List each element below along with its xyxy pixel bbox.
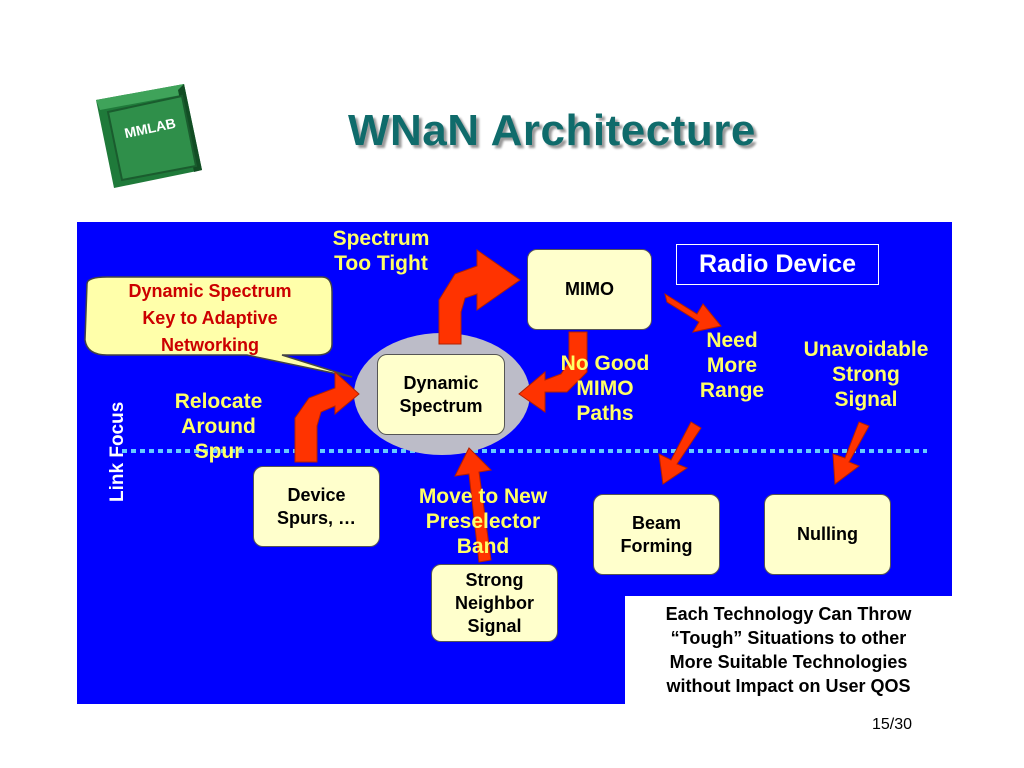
label-line: Need <box>706 329 758 352</box>
node-beam-forming: Beam Forming <box>593 494 720 575</box>
label-line: Move to New <box>418 485 548 508</box>
page-number: 15/30 <box>872 716 913 733</box>
mmlab-logo: MMLAB <box>94 82 206 192</box>
node-device-spurs: Device Spurs, … <box>253 466 380 547</box>
technology-note: Each Technology Can Throw “Tough” Situat… <box>625 596 952 704</box>
node-label: Dynamic <box>403 372 479 393</box>
label-line: Paths <box>576 402 634 425</box>
label-line: MIMO <box>576 377 634 400</box>
page-title: WNaN Architecture <box>348 106 756 155</box>
node-nulling: Nulling <box>764 494 891 575</box>
label-line: Around <box>181 415 256 438</box>
label-line: Preselector <box>425 510 541 533</box>
node-label: Beam <box>631 512 682 533</box>
label-line: Spur <box>194 440 243 463</box>
architecture-diagram: Dynamic Spectrum Key to Adaptive Network… <box>77 222 952 704</box>
note-line: More Suitable Technologies <box>669 652 908 672</box>
note-line: “Tough” Situations to other <box>670 628 907 648</box>
node-mimo: MIMO <box>527 249 652 330</box>
label-line: Too Tight <box>334 252 428 275</box>
label-line: Signal <box>834 388 898 411</box>
label-no-good-mimo: No Good MIMO Paths <box>547 351 663 426</box>
label-relocate-around-spur: Relocate Around Spur <box>161 389 276 464</box>
label-need-more-range: Need More Range <box>687 328 777 403</box>
node-strong-neighbor: Strong Neighbor Signal <box>431 564 558 642</box>
link-focus-label: Link Focus <box>107 401 128 502</box>
label-line: Range <box>699 379 765 402</box>
logo-cube-icon <box>96 84 202 188</box>
callout-line: Dynamic Spectrum <box>128 281 292 301</box>
node-label: Strong <box>465 569 524 590</box>
label-line: No Good <box>560 352 650 375</box>
node-label: MIMO <box>565 279 614 299</box>
note-line: without Impact on User QOS <box>666 676 911 696</box>
label-spectrum-too-tight: Spectrum Too Tight <box>321 226 441 276</box>
label-line: Strong <box>832 363 900 386</box>
node-label: Forming <box>620 535 693 556</box>
node-label: Spurs, … <box>276 507 356 528</box>
node-label: Spectrum <box>399 395 483 416</box>
label-line: Spectrum <box>332 227 430 250</box>
callout-line: Networking <box>160 335 259 355</box>
label-line: Band <box>456 535 510 558</box>
label-line: More <box>706 354 758 377</box>
node-dynamic-spectrum: Dynamic Spectrum <box>377 354 505 435</box>
label-unavoidable-strong-signal: Unavoidable Strong Signal <box>791 337 941 412</box>
node-label: Device <box>287 484 346 505</box>
callout-line: Key to Adaptive <box>142 308 278 328</box>
radio-device-label: Radio Device <box>676 244 879 285</box>
node-label: Signal <box>467 615 522 636</box>
callout-dynamic-spectrum: Dynamic Spectrum Key to Adaptive Network… <box>85 278 335 359</box>
note-line: Each Technology Can Throw <box>665 604 912 624</box>
label-move-to-new-preselector: Move to New Preselector Band <box>403 484 563 559</box>
label-line: Relocate <box>174 390 263 413</box>
label-line: Unavoidable <box>803 338 929 361</box>
node-label: Neighbor <box>455 592 534 613</box>
node-label: Nulling <box>797 524 858 544</box>
